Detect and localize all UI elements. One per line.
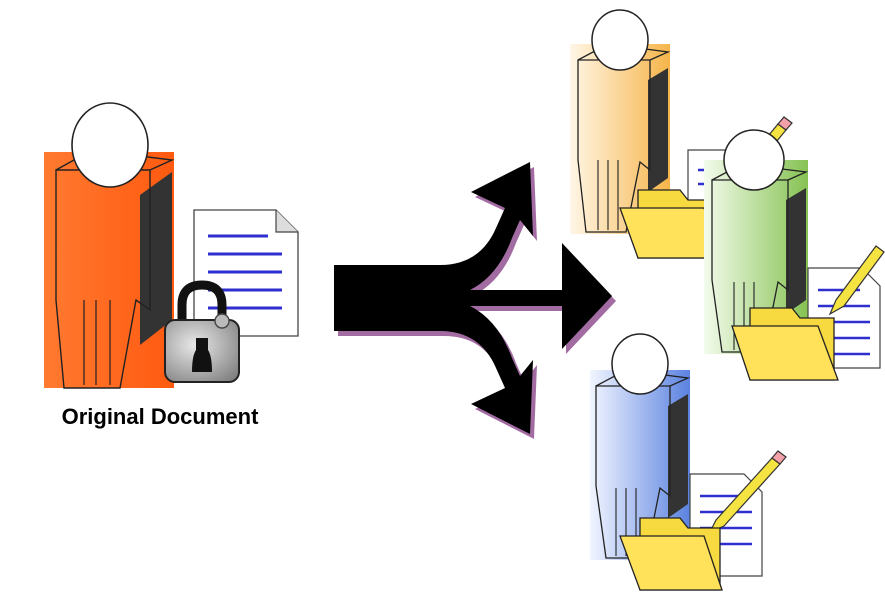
original-document-icon bbox=[193, 209, 299, 337]
original-user-figure bbox=[44, 102, 175, 389]
folder-icon bbox=[731, 307, 839, 381]
folder-icon bbox=[619, 517, 723, 591]
padlock-icon bbox=[164, 280, 240, 383]
split-arrow-icon bbox=[334, 162, 616, 439]
original-document-caption: Original Document bbox=[62, 404, 259, 429]
pencil-icon bbox=[828, 245, 885, 316]
